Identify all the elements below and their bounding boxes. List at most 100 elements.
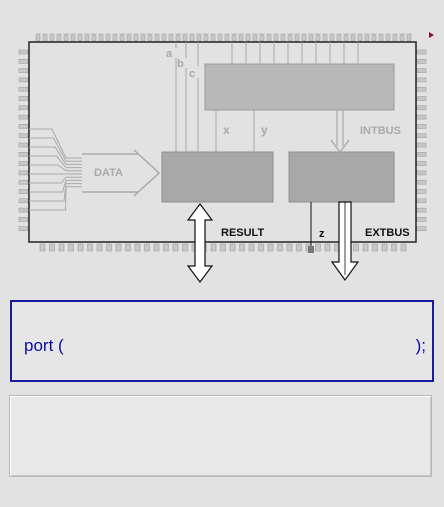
chip-pin bbox=[416, 152, 427, 157]
chip-pin bbox=[49, 243, 55, 252]
chip-pin bbox=[336, 33, 342, 42]
chip-pin bbox=[18, 198, 29, 204]
chip-pin bbox=[308, 33, 314, 42]
data-input-line bbox=[29, 164, 82, 172]
chip-pin bbox=[163, 243, 169, 252]
label-z: z bbox=[319, 228, 325, 240]
chip-pin bbox=[416, 189, 427, 194]
chip-pin bbox=[18, 189, 29, 194]
chip-pin bbox=[357, 33, 363, 42]
chip-pin bbox=[416, 77, 427, 83]
chip-pin bbox=[168, 33, 174, 42]
data-input-line bbox=[29, 146, 82, 165]
chip-pin bbox=[416, 170, 427, 176]
chip-pin bbox=[322, 33, 328, 42]
chip-pin bbox=[91, 33, 97, 42]
chip-pin bbox=[217, 33, 223, 42]
chip-pin bbox=[18, 96, 29, 101]
chip-pin bbox=[416, 58, 427, 64]
chip-pin bbox=[277, 243, 283, 252]
port-close-text: ); bbox=[415, 336, 426, 355]
data-arrow bbox=[82, 149, 161, 197]
extbus-arrow bbox=[330, 201, 360, 282]
chip-pin bbox=[416, 226, 427, 231]
data-input-line bbox=[29, 176, 82, 184]
chip-pin bbox=[154, 33, 160, 42]
chip-pin bbox=[353, 243, 359, 252]
chip-pin bbox=[391, 243, 397, 252]
data-input-line bbox=[29, 128, 82, 159]
label-extbus: EXTBUS bbox=[365, 227, 410, 239]
chip-pin bbox=[416, 161, 427, 166]
chip-pin bbox=[315, 243, 321, 252]
data-input-line bbox=[29, 183, 82, 202]
chip-pin bbox=[18, 105, 29, 111]
chip-pin bbox=[301, 33, 307, 42]
chip-pin bbox=[399, 33, 405, 42]
chip-pin bbox=[280, 33, 286, 42]
chip-pin bbox=[210, 243, 217, 252]
chip-pin bbox=[252, 33, 258, 42]
port-declaration-box[interactable]: port ( ); bbox=[10, 300, 434, 382]
chip-pin bbox=[63, 33, 69, 42]
chip-pin bbox=[115, 243, 122, 252]
label-intbus: INTBUS bbox=[360, 125, 401, 137]
label-b: b bbox=[177, 58, 184, 70]
chip-pin bbox=[315, 33, 321, 42]
chip-pin bbox=[224, 33, 230, 42]
label-x: x bbox=[223, 123, 230, 137]
label-data: DATA bbox=[94, 167, 123, 179]
chip-pin bbox=[18, 226, 29, 231]
chip-pin bbox=[196, 33, 202, 42]
chip-pin bbox=[416, 86, 427, 92]
chip-pin bbox=[203, 33, 209, 42]
chip-pin bbox=[381, 243, 388, 252]
chip-pin bbox=[125, 243, 131, 252]
left-pins bbox=[18, 49, 29, 231]
chip-pin bbox=[182, 243, 188, 252]
chip-pin bbox=[287, 33, 293, 42]
port-open-text: port ( bbox=[24, 336, 64, 355]
chip-pin bbox=[362, 243, 369, 252]
chip-diagram: a b c x y INTBUS DATA RESULT z EXTBU bbox=[18, 32, 434, 283]
chip-pin bbox=[161, 33, 167, 42]
internal-block-right bbox=[288, 151, 395, 203]
chip-pin bbox=[18, 58, 29, 64]
chip-pin bbox=[267, 243, 274, 252]
chip-pin bbox=[392, 33, 398, 42]
label-a: a bbox=[166, 48, 173, 60]
chip-pin bbox=[259, 33, 265, 42]
chip-pin bbox=[175, 33, 181, 42]
chip-pin bbox=[329, 33, 335, 42]
chip-pin bbox=[112, 33, 118, 42]
chip-pin bbox=[134, 243, 141, 252]
chip-pin bbox=[258, 243, 264, 252]
chip-pin bbox=[385, 33, 391, 42]
data-input-line bbox=[29, 137, 82, 162]
chip-pin bbox=[416, 49, 427, 55]
chip-pin bbox=[343, 33, 349, 42]
chip-pin bbox=[133, 33, 139, 42]
chip-pin bbox=[248, 243, 255, 252]
chip-pin bbox=[18, 133, 29, 138]
chip-pin bbox=[172, 243, 179, 252]
internal-block-left bbox=[161, 151, 274, 203]
chip-pin bbox=[229, 243, 236, 252]
chip-pin bbox=[416, 207, 427, 213]
chip-pin bbox=[416, 142, 427, 148]
chip-pin bbox=[84, 33, 90, 42]
chip-pin bbox=[68, 243, 74, 252]
chip-pin bbox=[416, 96, 427, 101]
chip-pin bbox=[210, 33, 216, 42]
top-pins bbox=[35, 33, 412, 42]
chip-pin bbox=[378, 33, 384, 42]
chip-pin bbox=[153, 243, 160, 252]
chip-pin bbox=[18, 77, 29, 83]
chip-pin bbox=[147, 33, 153, 42]
chip-pin bbox=[35, 33, 41, 42]
chip-pin bbox=[58, 243, 65, 252]
chip-pin bbox=[18, 124, 29, 129]
chip-pin bbox=[286, 243, 293, 252]
chip-pin bbox=[49, 33, 55, 42]
chip-pin bbox=[18, 170, 29, 176]
